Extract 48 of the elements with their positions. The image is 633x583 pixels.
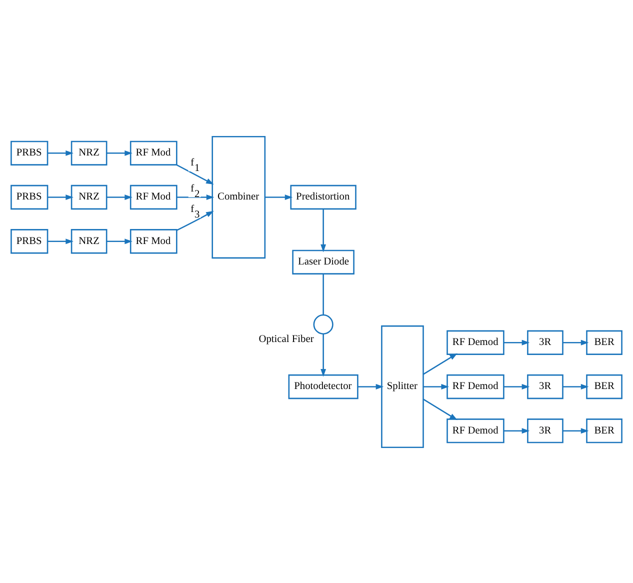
arrow [504,384,530,389]
arrow [358,384,384,389]
node-box: NRZ [70,228,108,254]
node-box: BER [586,330,622,354]
arrow [264,194,293,200]
node-box: Predistortion [290,184,356,210]
node-box: 3R [527,374,564,399]
node-box: NRZ [70,140,108,165]
arrow [562,339,589,345]
node-box: NRZ [70,184,108,210]
node-box: PRBS [10,184,48,210]
node-box: RF Demod [446,374,504,399]
arrow [422,398,458,420]
node-box: 3R [527,330,564,354]
node-box: Photodetector [288,374,358,399]
arrow [176,210,214,230]
node-circle [313,314,334,334]
node-box: Laser Diode [292,249,354,274]
arrow [562,384,589,389]
node-box: RF Mod [130,184,178,210]
arrow [48,150,74,156]
node-box: RF Demod [446,330,504,354]
arrow [106,238,132,244]
node-box: PRBS [10,140,48,165]
arrow [48,194,74,200]
node-box: Splitter [381,324,424,448]
arrow [106,194,132,200]
arrow [320,333,326,376]
node-label: Optical Fiber [258,334,314,345]
node-box: RF Demod [446,418,504,443]
node-box: BER [586,374,622,399]
node-box: Combiner [212,135,266,258]
arrow [106,150,132,156]
arrow [504,428,530,434]
arrow [504,339,530,345]
arrow [176,194,214,200]
node-box: BER [586,418,622,443]
node-box: RF Mod [130,140,178,165]
arrow [48,238,74,244]
arrow [422,352,458,374]
connector [322,273,324,314]
arrow [423,384,450,389]
arrow [320,208,326,252]
arrow [176,164,214,184]
node-box: 3R [527,418,564,443]
arrow [562,428,589,434]
node-box: PRBS [10,228,48,254]
node-box: RF Mod [130,228,178,254]
